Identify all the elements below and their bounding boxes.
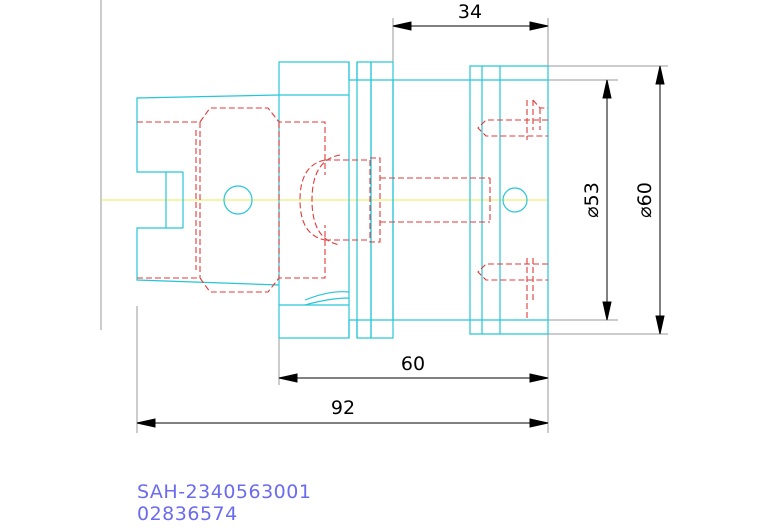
dim-top-length: 34 — [458, 1, 482, 23]
dim-overall-length: 92 — [331, 397, 355, 419]
outline — [136, 61, 549, 339]
dim-outer-diameter: ⌀60 — [634, 182, 656, 218]
dim-mid-length: 60 — [401, 353, 425, 375]
hidden-lines — [137, 99, 548, 320]
part-code: 02836574 — [137, 503, 238, 523]
part-number: SAH-2340563001 — [137, 481, 311, 503]
dim-inner-diameter: ⌀53 — [581, 182, 603, 218]
dimension-lines — [136, 21, 665, 428]
